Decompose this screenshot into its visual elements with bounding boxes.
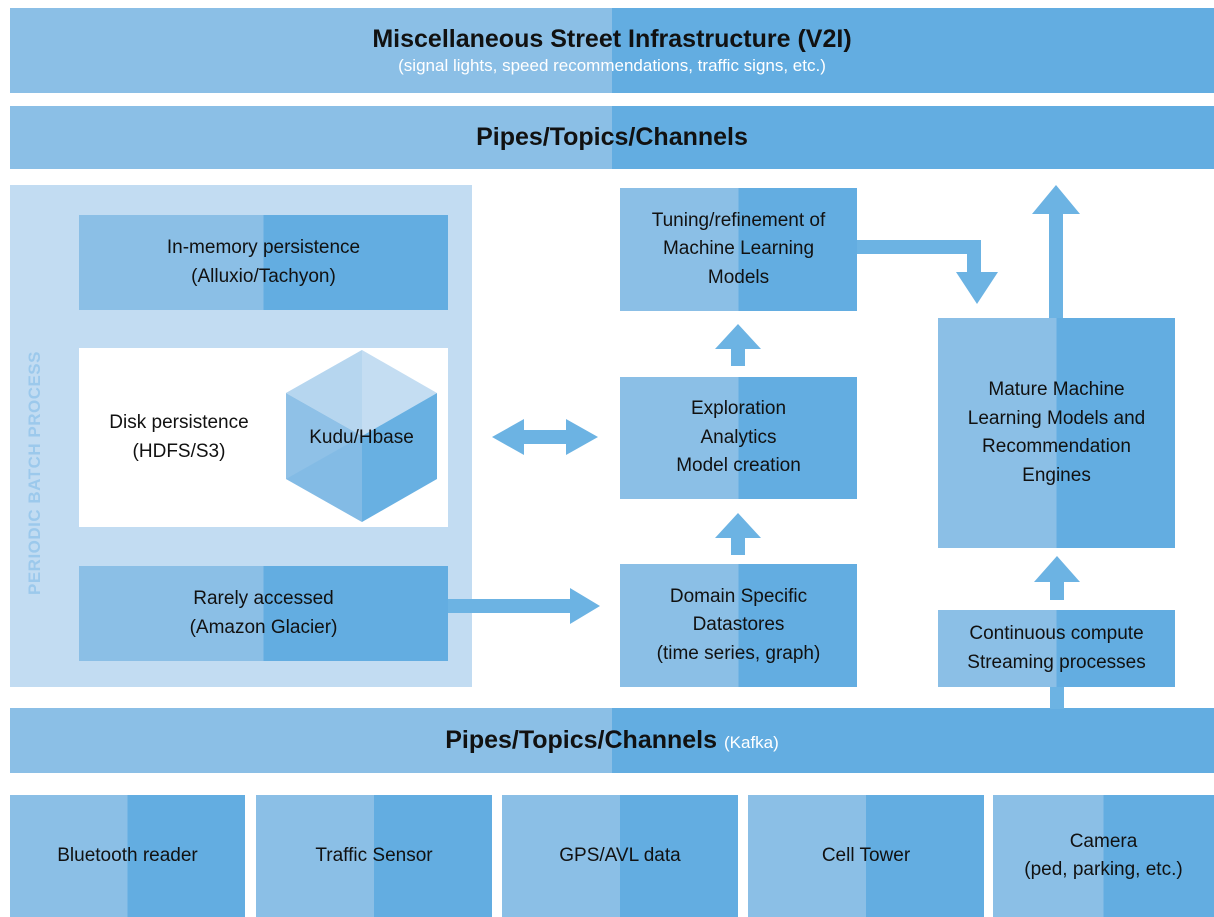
disk-line-2: (HDFS/S3) [132,440,226,462]
exploration-line-3: Model creation [676,455,801,477]
v2i-band: Miscellaneous Street Infrastructure (V2I… [10,8,1214,93]
cube-label: Kudu/Hbase [309,426,414,448]
exploration-line-2: Analytics [700,426,777,448]
exploration-line-1: Exploration [690,398,787,420]
arrow-exploration-to-tuning [715,324,761,366]
pipes-bottom-title-wrap: Pipes/Topics/Channels (Kafka) [445,726,779,755]
arrow-rarely-to-domain [448,588,600,624]
tuning-line-3: Models [707,266,770,288]
source-traffic-sensor: Traffic Sensor [256,795,492,917]
domain-line-1: Domain Specific [669,585,808,607]
mature-models-box: Mature Machine Learning Models and Recom… [938,318,1175,548]
continuous-line-1: Continuous compute [969,623,1144,644]
v2i-title: Miscellaneous Street Infrastructure (V2I… [372,25,852,53]
cube-icon [286,350,437,522]
arrow-tuning-to-mature [857,240,998,304]
continuous-line-2: Streaming processes [967,651,1146,673]
disk-box: Disk persistence (HDFS/S3) Kudu/Hbase [79,348,448,527]
pipes-band-top: Pipes/Topics/Channels [10,106,1214,169]
tuning-line-1: Tuning/refinement of [651,209,826,231]
continuous-compute-box: Continuous compute Streaming processes [938,610,1175,687]
domain-datastores-box: Domain Specific Datastores (time series,… [620,564,857,687]
source-bluetooth-reader: Bluetooth reader [10,795,245,917]
exploration-box: Exploration Analytics Model creation [620,377,857,499]
v2i-subtitle: (signal lights, speed recommendations, t… [398,56,826,75]
disk-line-1: Disk persistence [109,412,249,433]
tuning-line-2: Machine Learning [662,238,815,260]
arrow-domain-to-exploration [715,513,761,555]
source-label-2: (ped, parking, etc.) [1024,859,1183,880]
connector-kafka-to-continuous [1050,687,1064,709]
source-label: Bluetooth reader [57,844,198,866]
bidirectional-arrow [492,419,598,455]
in-memory-line-1: In-memory persistence [166,237,361,258]
source-label: GPS/AVL data [559,844,681,866]
source-label: Camera [1069,830,1138,852]
rarely-accessed-box: Rarely accessed (Amazon Glacier) [79,566,448,661]
arrow-continuous-to-mature [1034,556,1080,600]
arrow-mature-up [1032,185,1080,318]
in-memory-line-2: (Alluxio/Tachyon) [191,265,336,287]
source-label: Cell Tower [821,844,911,866]
source-label: Traffic Sensor [315,844,433,866]
domain-line-2: Datastores [692,614,785,636]
pipes-band-bottom: Pipes/Topics/Channels (Kafka) [10,708,1214,773]
rarely-line-2: (Amazon Glacier) [189,616,338,638]
kafka-note: (Kafka) [723,733,779,752]
mature-line-2: Learning Models and [967,407,1146,429]
source-gps-avl: GPS/AVL data [502,795,738,917]
rarely-line-1: Rarely accessed [193,588,334,609]
mature-line-3: Recommendation [982,436,1131,457]
in-memory-box: In-memory persistence (Alluxio/Tachyon) [79,215,448,310]
mature-line-4: Engines [1022,464,1091,486]
source-cell-tower: Cell Tower [748,795,984,917]
tuning-box: Tuning/refinement of Machine Learning Mo… [620,188,857,311]
pipes-top-title: Pipes/Topics/Channels [476,123,748,151]
domain-line-3: (time series, graph) [656,642,821,664]
pipes-bottom-title: Pipes/Topics/Channels [445,726,718,754]
source-camera: Camera (ped, parking, etc.) [993,795,1214,917]
disk-label: Disk persistence (HDFS/S3) [79,348,279,527]
mature-line-1: Mature Machine [988,379,1125,400]
